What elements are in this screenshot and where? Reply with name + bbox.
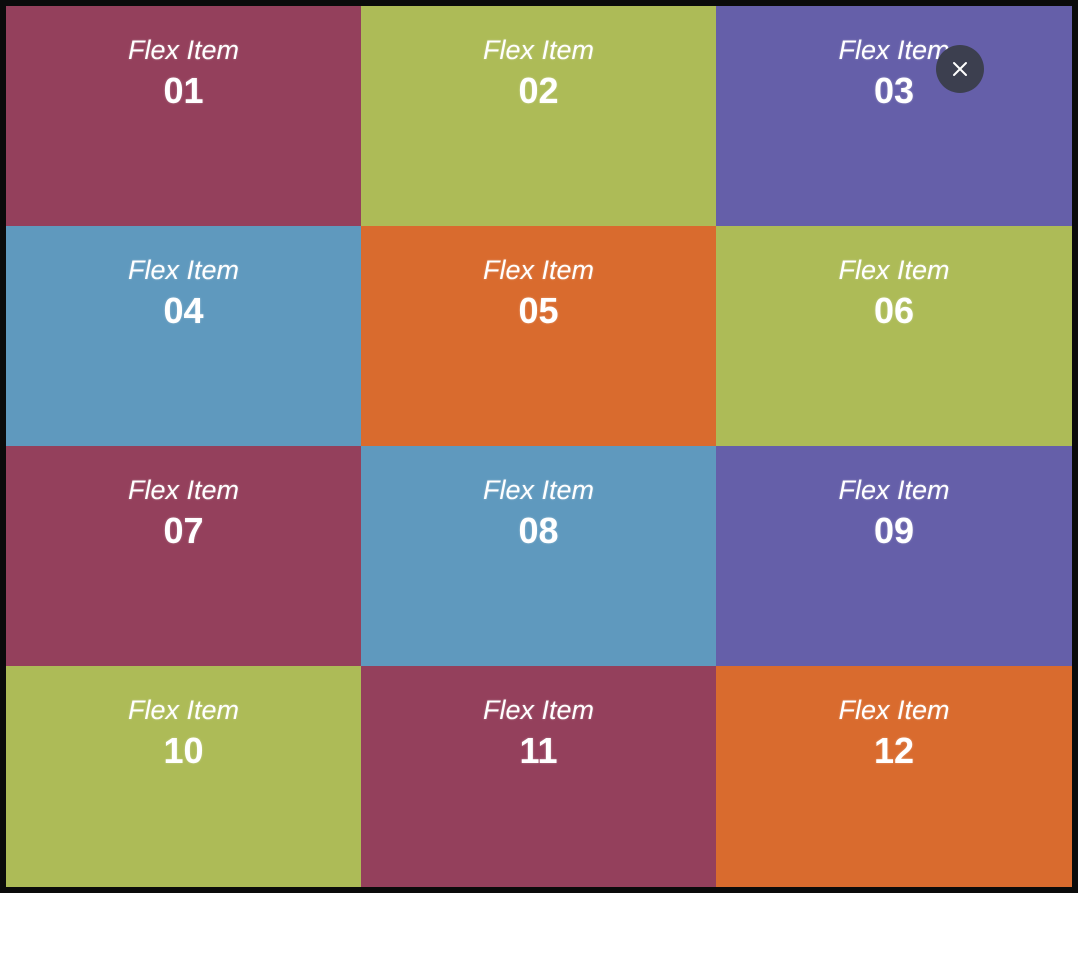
flex-item-label: Flex Item	[838, 475, 950, 505]
flex-item: Flex Item 11	[361, 666, 716, 887]
flex-item-number: 08	[518, 510, 559, 551]
flex-item-number: 12	[873, 730, 915, 771]
flex-item-label: Flex Item	[482, 35, 595, 65]
flex-item: Flex Item 12	[716, 666, 1072, 887]
flex-item: Flex Item 02	[361, 6, 716, 226]
flex-item-label: Flex Item	[482, 475, 595, 505]
flex-item-number: 05	[518, 290, 559, 331]
flex-item-label: Flex Item	[838, 695, 950, 725]
flex-item-label: Flex Item	[127, 695, 240, 725]
flex-item-number: 10	[163, 730, 204, 771]
flex-item-number: 07	[163, 510, 204, 551]
flex-container: Flex Item 01 Flex Item 02 Flex Item 03 F…	[6, 6, 1072, 887]
flex-item-number: 01	[163, 70, 204, 111]
flex-item: Flex Item 01	[6, 6, 361, 226]
flex-item-number: 11	[519, 730, 558, 771]
flex-item-label: Flex Item	[838, 35, 950, 65]
flex-item: Flex Item 07	[6, 446, 361, 666]
flex-item-label: Flex Item	[482, 255, 595, 285]
flex-item: Flex Item 06	[716, 226, 1072, 446]
flex-item-number: 09	[873, 510, 915, 551]
flex-item-number: 06	[873, 290, 915, 331]
flex-item-label: Flex Item	[482, 695, 595, 725]
flex-item: Flex Item 09	[716, 446, 1072, 666]
flex-item-label: Flex Item	[127, 35, 240, 65]
flex-item-label: Flex Item	[127, 475, 240, 505]
video-frame: Flex Item 01 Flex Item 02 Flex Item 03 F…	[0, 0, 1078, 893]
flex-item: Flex Item 03	[716, 6, 1072, 226]
flex-item: Flex Item 05	[361, 226, 716, 446]
flex-item-number: 03	[873, 70, 915, 111]
flex-item: Flex Item 08	[361, 446, 716, 666]
flex-item: Flex Item 04	[6, 226, 361, 446]
flex-item-number: 04	[163, 290, 204, 331]
flex-item: Flex Item 10	[6, 666, 361, 887]
flex-item-label: Flex Item	[127, 255, 240, 285]
close-icon	[953, 62, 967, 76]
flex-item-label: Flex Item	[838, 255, 950, 285]
flex-item-number: 02	[518, 70, 559, 111]
close-button[interactable]	[936, 45, 984, 93]
